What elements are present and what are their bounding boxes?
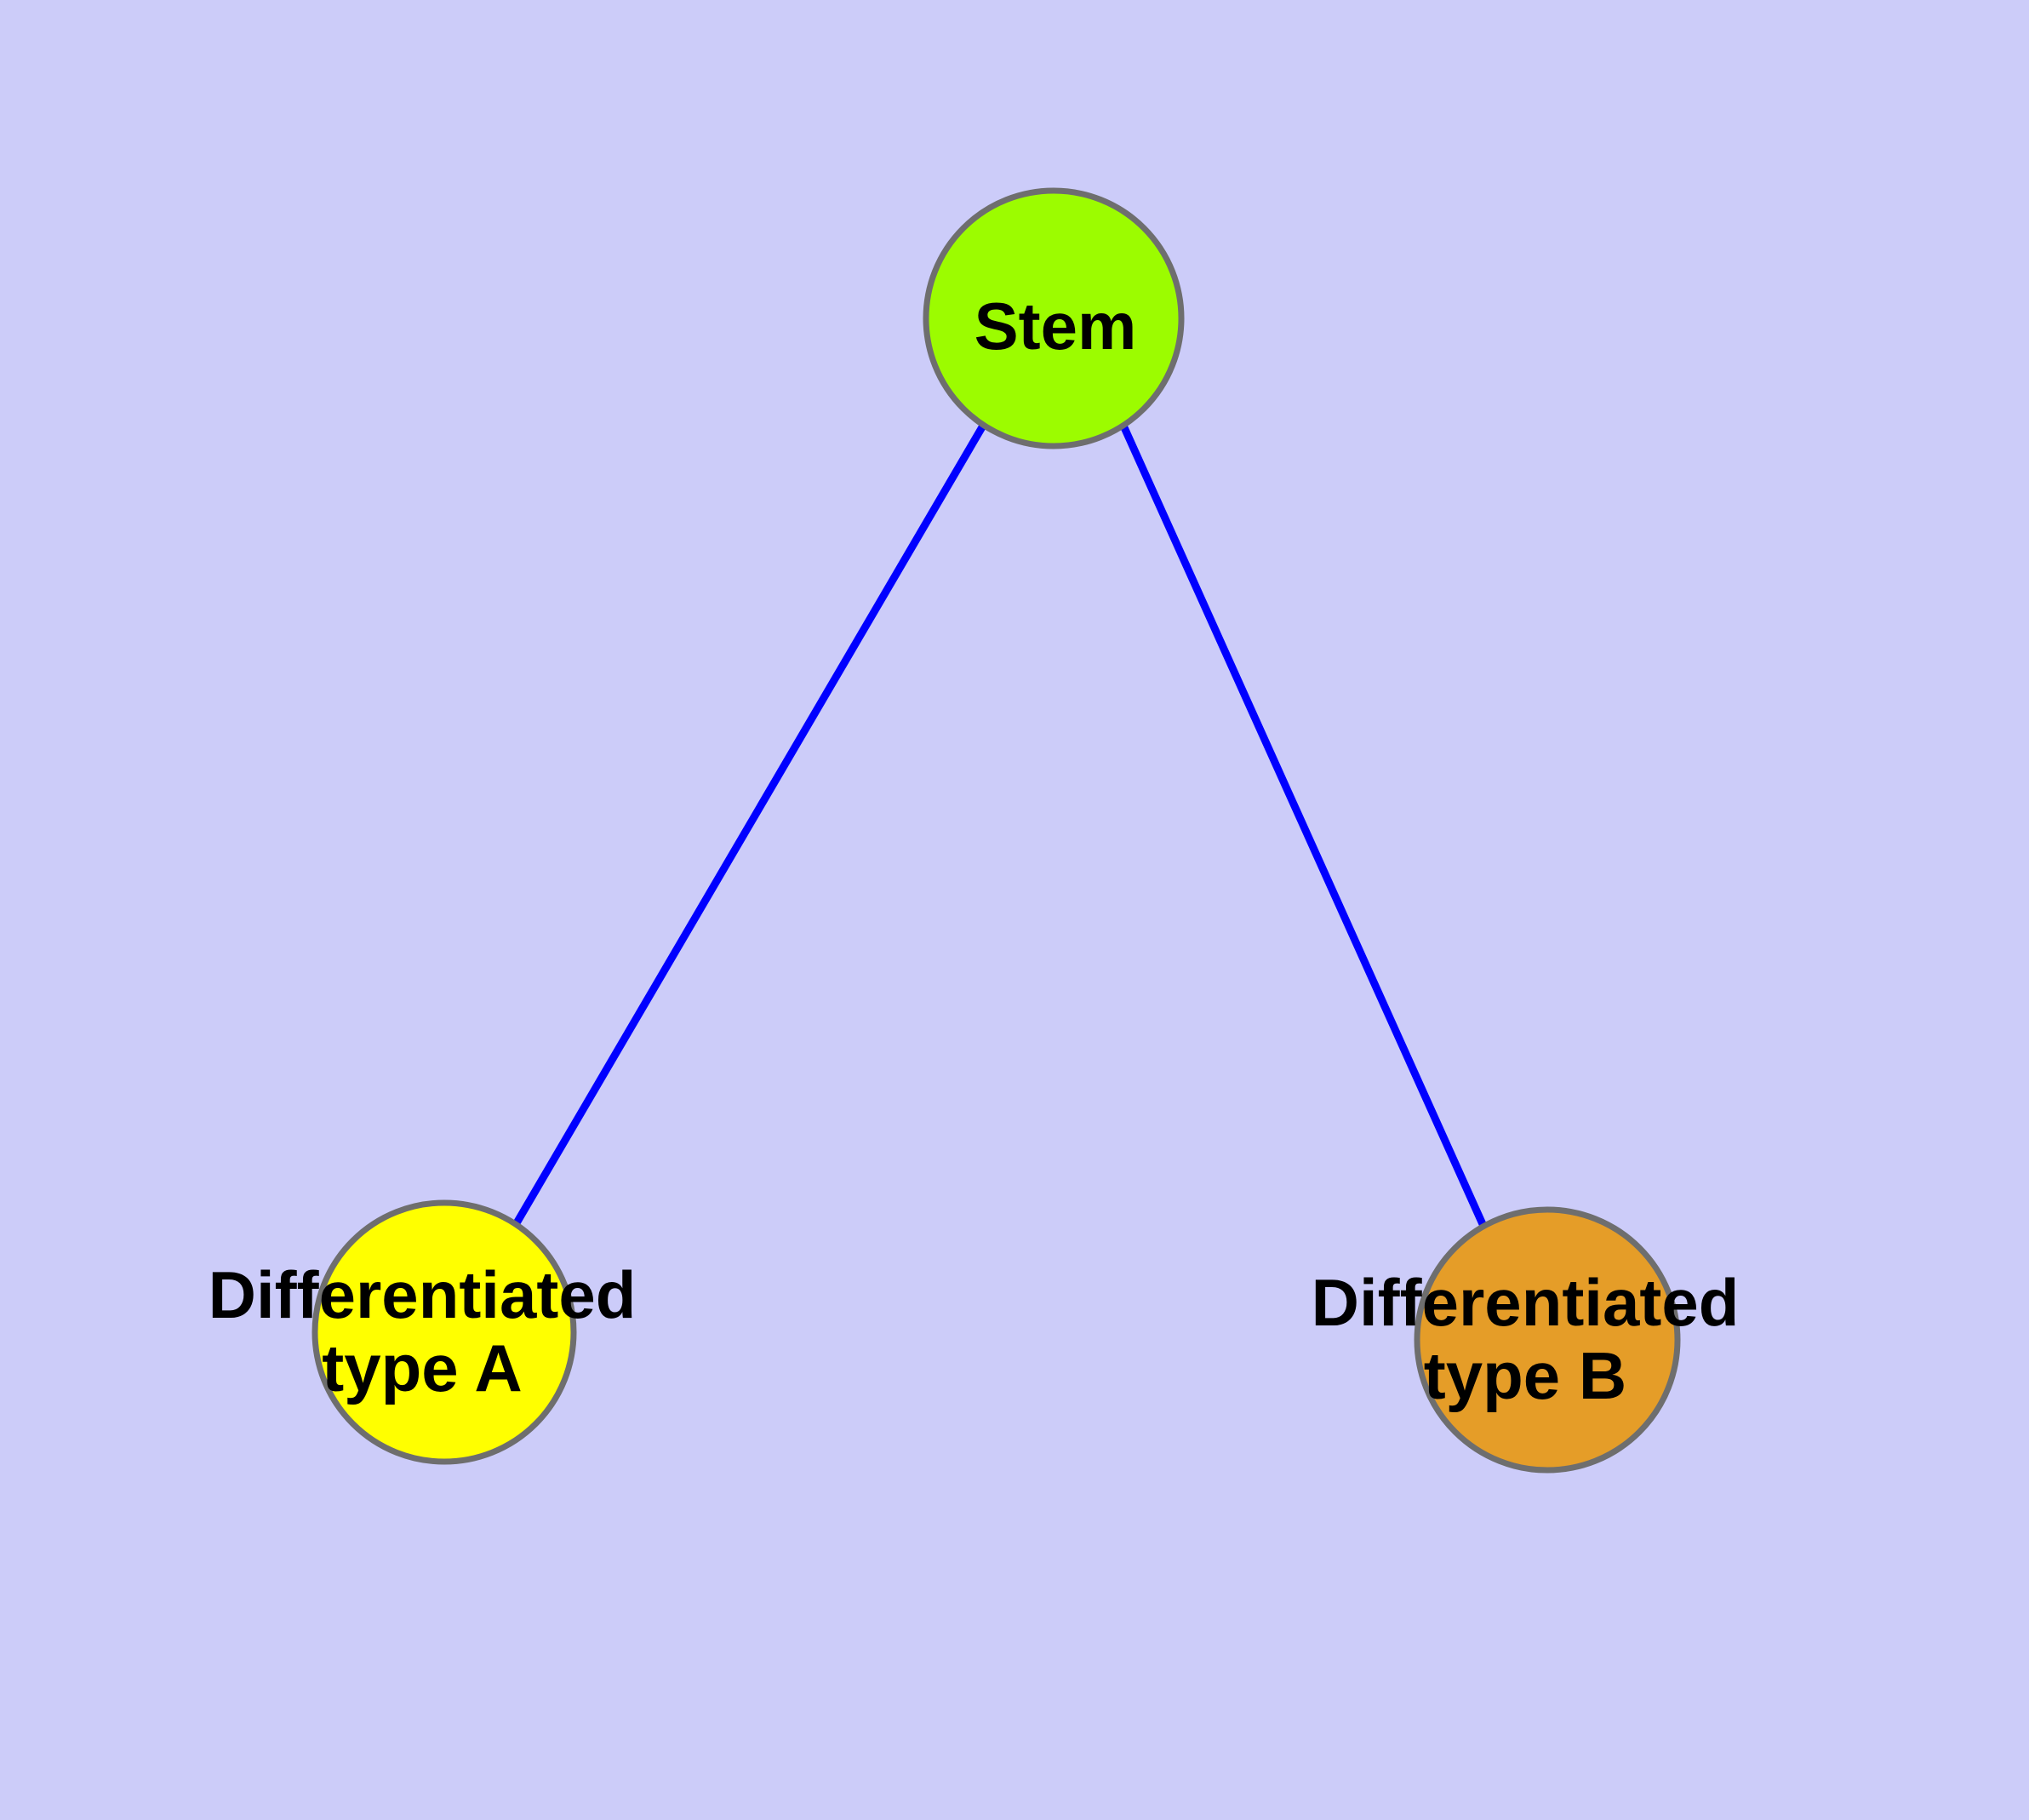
edge-stem-to-differentiated-type-a[interactable] [508,423,986,1234]
edges-group [508,423,1487,1234]
node-label-line: Differentiated [209,1257,637,1332]
node-stem[interactable]: Stem [923,187,1185,449]
node-stem-circle[interactable] [923,187,1185,449]
node-differentiated-type-b-circle[interactable] [1414,1206,1681,1474]
edge-stem-to-differentiated-type-b[interactable] [1119,424,1487,1226]
node-label-line: type A [322,1331,523,1405]
node-differentiated-type-a-circle[interactable] [311,1199,577,1465]
node-label-line: Stem [974,289,1137,363]
node-label-line: Differentiated [1312,1265,1740,1340]
node-stem-label: Stem [974,289,1137,363]
node-label-line: type B [1424,1338,1626,1413]
